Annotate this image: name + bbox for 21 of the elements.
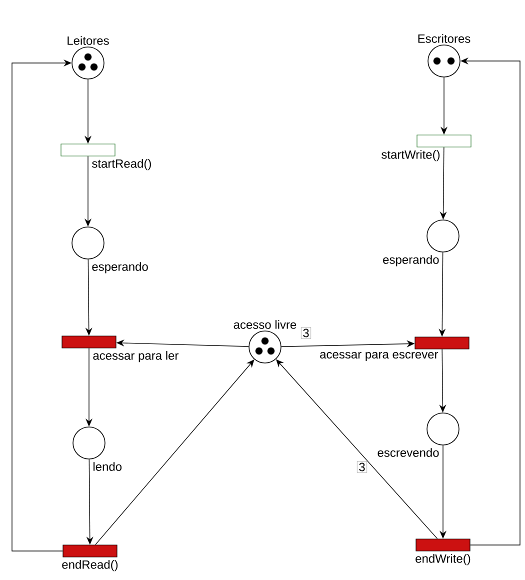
- node-label: lendo: [94, 462, 122, 471]
- node-label: acesso livre: [234, 320, 296, 329]
- transition-bar: acessar para ler: [62, 336, 180, 363]
- node-label: Leitores: [68, 36, 109, 45]
- node-label: Escritores: [418, 34, 470, 43]
- edge-label: 3: [300, 327, 312, 339]
- node-label: endWrite(): [416, 554, 470, 566]
- transition-bar: endWrite(): [414, 538, 472, 566]
- node-label: endRead(): [62, 560, 118, 572]
- node-label: esperando: [383, 255, 439, 266]
- transition-bar: acessar para escrever: [319, 336, 470, 362]
- node-label: acessar para ler: [93, 351, 179, 362]
- transition-bar: startWrite(): [380, 134, 472, 162]
- transition-bar: startRead(): [60, 144, 152, 171]
- node-label: acessar para escrever: [320, 352, 438, 361]
- node-label: startRead(): [92, 159, 151, 170]
- node-label: startWrite(): [382, 150, 440, 162]
- transition-bar: endRead(): [61, 544, 119, 572]
- edge-label: 3: [356, 461, 368, 473]
- node-label: escrevendo: [378, 448, 439, 457]
- node-label: esperando: [92, 262, 148, 274]
